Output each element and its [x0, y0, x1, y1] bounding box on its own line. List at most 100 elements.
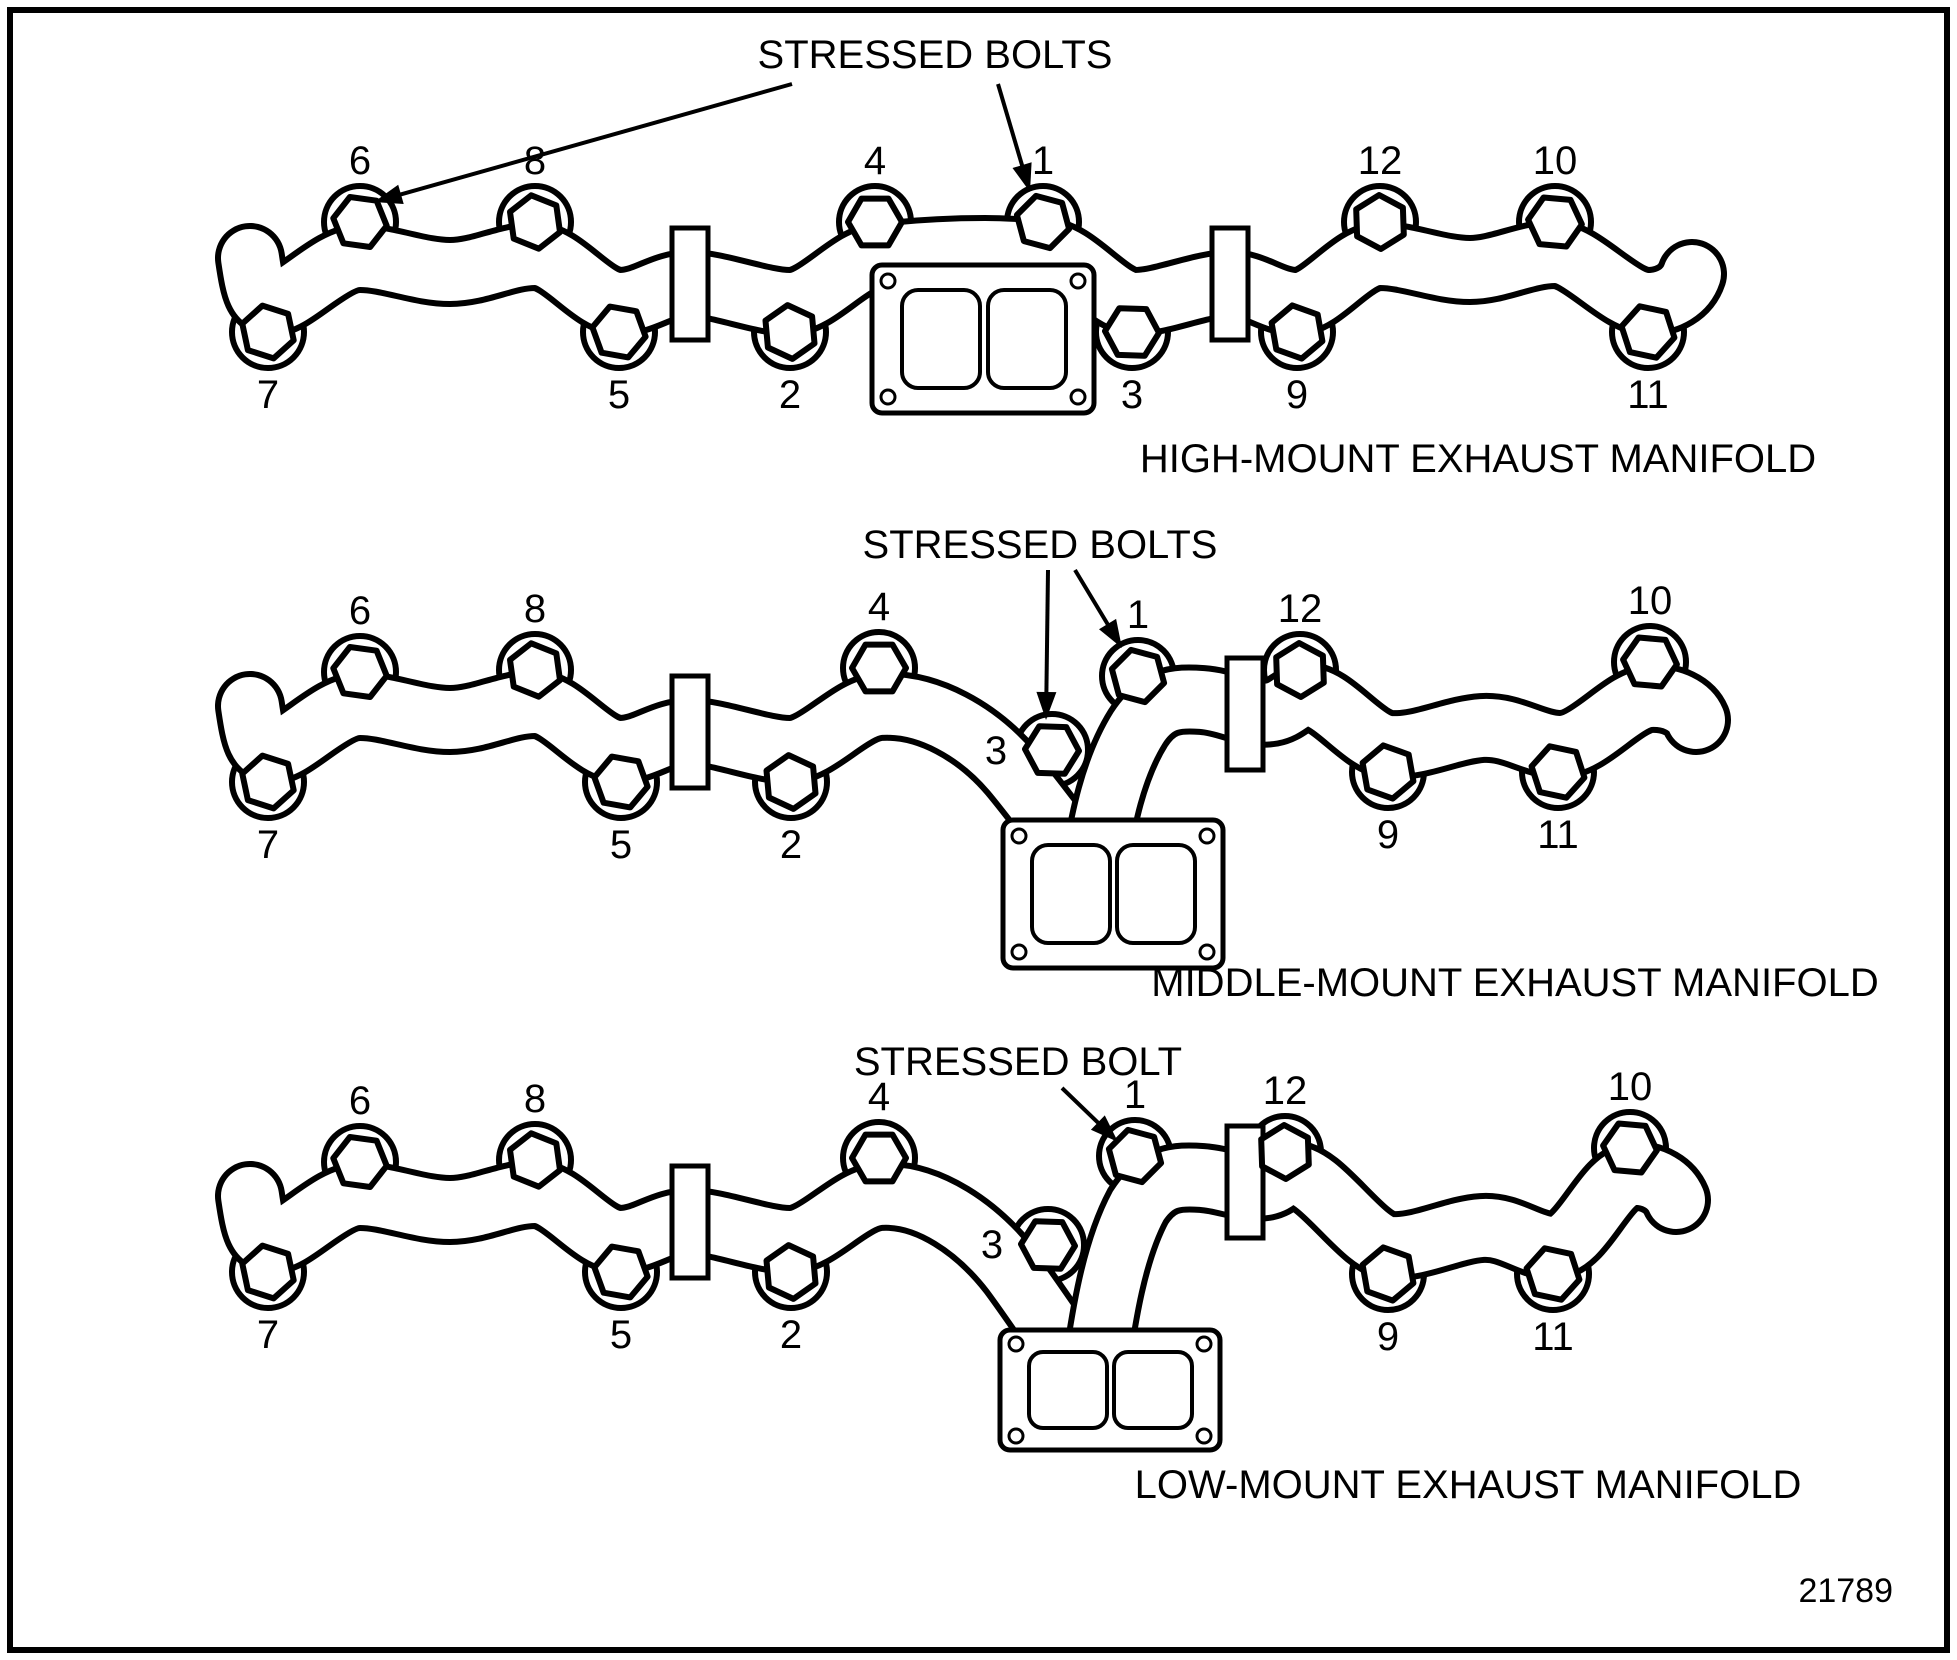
bolt-hex-2: [763, 752, 819, 812]
bolt-hex-10: [1620, 634, 1680, 690]
bolt-hex-3: [1022, 723, 1082, 777]
callout-arrow-line: [1044, 569, 1050, 701]
bolt-hex-10: [1525, 194, 1585, 250]
bolt-hex-7: [239, 752, 297, 812]
callout-arrows: [374, 82, 1032, 204]
flange-bolt-hole: [1010, 827, 1028, 845]
bolt-hex-7: [239, 302, 297, 362]
manifold-clamp: [669, 673, 711, 791]
bolt-hex-10: [1600, 1120, 1660, 1176]
bolt-number-2: 2: [779, 373, 801, 417]
manifold-clamp: [669, 1163, 711, 1281]
bolt-number-8: 8: [524, 587, 546, 631]
turbo-flange-port: [1030, 843, 1112, 945]
turbo-flange-port: [1115, 843, 1197, 945]
bolt-hex-8: [507, 640, 563, 700]
turbo-flange-port: [1112, 1350, 1194, 1430]
callout-arrow-line: [392, 82, 793, 199]
stressed-bolts-callout: STRESSED BOLTS: [758, 33, 1113, 77]
turbo-flange-port: [900, 288, 982, 390]
diagram-caption-middle: MIDDLE-MOUNT EXHAUST MANIFOLD: [1151, 961, 1878, 1005]
bolt-number-10: 10: [1628, 579, 1673, 623]
bolt-hex-12: [1258, 1122, 1312, 1182]
bolt-hex-9: [1359, 1244, 1417, 1304]
flange-bolt-hole: [1195, 1427, 1213, 1445]
stressed-bolt-callout: STRESSED BOLT: [854, 1040, 1182, 1084]
bolt-hex-11: [1528, 743, 1588, 801]
bolt-number-3: 3: [981, 1223, 1003, 1267]
riser-tube-body: [1063, 668, 1725, 911]
flange-bolt-hole: [1010, 943, 1028, 961]
manifold-clamp: [1209, 225, 1251, 343]
bolt-number-7: 7: [257, 1313, 279, 1357]
callout-arrow-head: [374, 184, 404, 204]
bolt-hex-11: [1618, 303, 1678, 361]
bolt-number-1: 1: [1124, 1073, 1146, 1117]
bolt-hex-7: [239, 1242, 297, 1302]
bolt-hex-2: [762, 302, 818, 362]
callout-arrows: [1060, 1086, 1118, 1142]
figure-border: [7, 7, 1950, 1653]
flange-bolt-hole: [1069, 272, 1087, 290]
bolt-number-9: 9: [1286, 373, 1308, 417]
bolt-hex-3: [1018, 1218, 1078, 1272]
callout-arrow-line: [1073, 568, 1114, 632]
bolt-number-7: 7: [257, 823, 279, 867]
callout-arrow-head: [1012, 162, 1032, 192]
bolt-number-11: 11: [1627, 373, 1669, 417]
bolt-number-1: 1: [1032, 139, 1054, 183]
bolt-number-1: 1: [1127, 593, 1149, 637]
manifold-clamp: [1224, 1123, 1266, 1241]
bolt-hex-8: [507, 1130, 563, 1190]
bolt-number-7: 7: [257, 373, 279, 417]
manifold-clamp: [669, 225, 711, 343]
bolt-number-5: 5: [610, 823, 632, 867]
manifold-tube-body: [221, 220, 1721, 332]
flange-bolt-hole: [879, 272, 897, 290]
callout-arrow-line: [996, 83, 1027, 174]
manifold-tube-body: [221, 1164, 1121, 1414]
callout-arrows: [1036, 568, 1122, 720]
flange-bolt-hole: [1198, 827, 1216, 845]
bolt-hex-9: [1268, 302, 1326, 362]
bolt-hex-8: [507, 192, 563, 252]
figure-number: 21789: [1798, 1572, 1893, 1610]
turbo-flange-port: [1027, 1350, 1109, 1430]
bolt-number-10: 10: [1608, 1065, 1653, 1109]
bolt-number-5: 5: [610, 1313, 632, 1357]
turbo-flange: [997, 1327, 1223, 1453]
bolt-hex-11: [1523, 1245, 1583, 1303]
bolt-number-4: 4: [864, 139, 886, 183]
bolt-hex-5: [591, 1243, 651, 1301]
flange-bolt-hole: [1007, 1427, 1025, 1445]
turbo-flange: [869, 262, 1097, 416]
bolt-hex-3: [1102, 305, 1162, 359]
bolt-number-4: 4: [868, 585, 890, 629]
bolt-number-11: 11: [1532, 1315, 1574, 1359]
callout-arrow-head: [1036, 691, 1057, 720]
manifold-tube-body: [221, 674, 1121, 901]
callout-arrow-head: [1099, 618, 1122, 648]
bolt-number-6: 6: [349, 139, 371, 183]
bolt-hex-5: [591, 753, 651, 811]
bolt-number-3: 3: [1121, 373, 1143, 417]
bolt-number-9: 9: [1377, 813, 1399, 857]
bolt-hex-12: [1353, 192, 1407, 252]
flange-bolt-hole: [1007, 1335, 1025, 1353]
bolt-number-8: 8: [524, 1077, 546, 1121]
bolt-hex-1: [1108, 646, 1168, 706]
bolt-number-2: 2: [780, 1313, 802, 1357]
bolt-number-10: 10: [1533, 139, 1578, 183]
bolt-number-6: 6: [349, 589, 371, 633]
bolt-number-4: 4: [868, 1075, 890, 1119]
bolt-number-3: 3: [985, 729, 1007, 773]
bolt-hex-5: [589, 303, 649, 361]
diagram-caption-low: LOW-MOUNT EXHAUST MANIFOLD: [1135, 1463, 1802, 1507]
flange-bolt-hole: [1069, 388, 1087, 406]
bolt-number-12: 12: [1358, 139, 1403, 183]
